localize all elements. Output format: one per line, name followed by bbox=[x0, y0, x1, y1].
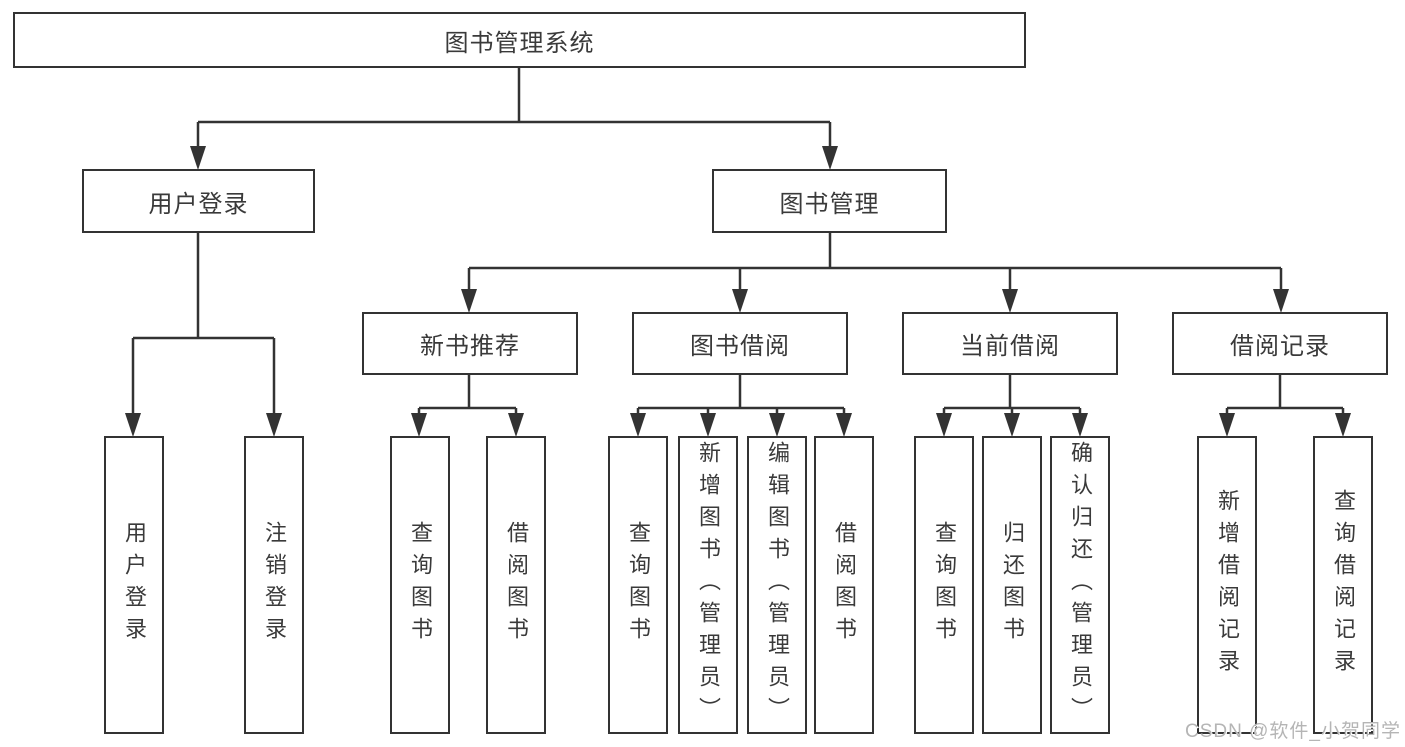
leaf-label: 用户登录 bbox=[122, 521, 147, 649]
node-label: 借阅记录 bbox=[1230, 333, 1330, 360]
leaf-query-books: 查询图书 bbox=[390, 436, 450, 734]
connector-book-borrow-to-leaves bbox=[636, 375, 846, 418]
node-label: 当前借阅 bbox=[960, 333, 1060, 360]
arrow-icon bbox=[936, 413, 952, 437]
leaf-label: 确认归还（管理员） bbox=[1068, 441, 1093, 729]
arrow-icon bbox=[1004, 413, 1020, 437]
leaf-label: 查询借阅记录 bbox=[1331, 489, 1356, 681]
arrow-icon bbox=[630, 413, 646, 437]
node-root-system: 图书管理系统 bbox=[13, 12, 1026, 68]
node-new-book-recommend: 新书推荐 bbox=[362, 312, 578, 375]
node-book-borrowing: 图书借阅 bbox=[632, 312, 848, 375]
node-label: 新书推荐 bbox=[420, 333, 520, 360]
connector-new-books-to-leaves bbox=[417, 375, 518, 418]
arrow-icon bbox=[461, 289, 477, 313]
arrow-icon bbox=[508, 413, 524, 437]
leaf-confirm-return-admin: 确认归还（管理员） bbox=[1050, 436, 1110, 734]
leaf-logout: 注销登录 bbox=[244, 436, 304, 734]
arrow-icon bbox=[1273, 289, 1289, 313]
connector-current-borrow-to-leaves bbox=[942, 375, 1082, 418]
connector-root-to-level2 bbox=[196, 68, 832, 152]
leaf-label: 归还图书 bbox=[1000, 521, 1025, 649]
leaf-label: 新增借阅记录 bbox=[1215, 489, 1240, 681]
node-user-login: 用户登录 bbox=[82, 169, 315, 233]
csdn-watermark: CSDN @软件_小贺同学 bbox=[1185, 721, 1401, 742]
leaf-label: 查询图书 bbox=[408, 521, 433, 649]
leaf-user-login: 用户登录 bbox=[104, 436, 164, 734]
arrow-icon bbox=[1219, 413, 1235, 437]
arrow-icon bbox=[836, 413, 852, 437]
arrow-icon bbox=[769, 413, 785, 437]
arrow-icon bbox=[266, 413, 282, 437]
arrowheads bbox=[125, 146, 1351, 437]
leaf-borrow-books: 借阅图书 bbox=[814, 436, 874, 734]
connector-user-login-to-leaves bbox=[131, 233, 276, 418]
arrow-icon bbox=[190, 146, 206, 170]
leaf-add-borrow-record: 新增借阅记录 bbox=[1197, 436, 1257, 734]
node-current-borrowing: 当前借阅 bbox=[902, 312, 1118, 375]
leaf-label: 注销登录 bbox=[262, 521, 287, 649]
leaf-label: 借阅图书 bbox=[504, 521, 529, 649]
leaf-label: 查询图书 bbox=[626, 521, 651, 649]
leaf-edit-books-admin: 编辑图书（管理员） bbox=[747, 436, 807, 734]
arrow-icon bbox=[1072, 413, 1088, 437]
leaf-query-borrow-record: 查询借阅记录 bbox=[1313, 436, 1373, 734]
leaf-query-books: 查询图书 bbox=[914, 436, 974, 734]
leaf-add-books-admin: 新增图书（管理员） bbox=[678, 436, 738, 734]
leaf-label: 查询图书 bbox=[932, 521, 957, 649]
node-borrowing-records: 借阅记录 bbox=[1172, 312, 1388, 375]
leaf-return-books: 归还图书 bbox=[982, 436, 1042, 734]
arrow-icon bbox=[732, 289, 748, 313]
leaf-label: 编辑图书（管理员） bbox=[765, 441, 790, 729]
arrow-icon bbox=[822, 146, 838, 170]
arrow-icon bbox=[1002, 289, 1018, 313]
arrow-icon bbox=[700, 413, 716, 437]
arrow-icon bbox=[411, 413, 427, 437]
leaf-query-books: 查询图书 bbox=[608, 436, 668, 734]
node-label: 图书管理 bbox=[779, 190, 880, 218]
leaf-label: 借阅图书 bbox=[832, 521, 857, 649]
node-label: 用户登录 bbox=[148, 190, 249, 218]
leaf-label: 新增图书（管理员） bbox=[696, 441, 721, 729]
connector-book-mgmt-to-level3 bbox=[467, 233, 1283, 295]
arrow-icon bbox=[125, 413, 141, 437]
node-label: 图书管理系统 bbox=[444, 29, 595, 57]
node-book-management: 图书管理 bbox=[712, 169, 947, 233]
connector-borrow-records-to-leaves bbox=[1225, 375, 1345, 418]
arrow-icon bbox=[1335, 413, 1351, 437]
leaf-borrow-books: 借阅图书 bbox=[486, 436, 546, 734]
node-label: 图书借阅 bbox=[690, 333, 790, 360]
